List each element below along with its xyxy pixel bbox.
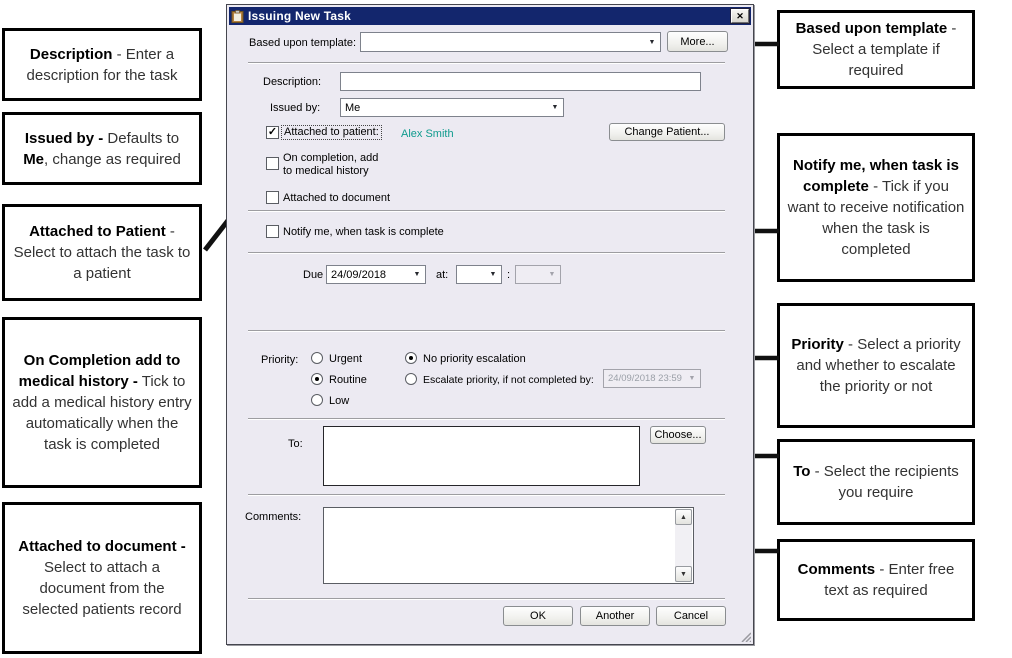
divider: [248, 252, 725, 254]
low-label[interactable]: Low: [329, 395, 350, 407]
scroll-down-icon: ▼: [680, 570, 687, 578]
callout-notify-me: Notify me, when task is complete - Tick …: [777, 133, 975, 282]
callout-attached-to-document-text: Attached to document - Select to attach …: [18, 538, 186, 618]
routine-label[interactable]: Routine: [329, 374, 367, 386]
no-escalation-radio[interactable]: [405, 352, 417, 364]
dropdown-arrow-icon: ▼: [688, 375, 696, 382]
divider: [248, 210, 725, 212]
description-label: Description:: [263, 76, 322, 88]
due-minute-combo: ▼: [515, 265, 561, 284]
comments-textarea[interactable]: ▲ ▼: [323, 507, 694, 584]
scroll-up-icon: ▲: [680, 513, 687, 521]
divider: [248, 418, 725, 420]
callout-description: Description - Enter a description for th…: [2, 28, 202, 101]
divider: [248, 330, 725, 332]
radio-dot: [315, 377, 319, 381]
on-completion-label[interactable]: On completion, add to medical history: [283, 152, 378, 178]
callout-issued-by: Issued by - Defaults to Me, change as re…: [2, 112, 202, 185]
callout-to: To - Select the recipients you require: [777, 439, 975, 525]
callout-comments-text: Comments - Enter free text as required: [797, 561, 955, 599]
more-button[interactable]: More...: [667, 31, 728, 52]
ok-button[interactable]: OK: [503, 606, 573, 626]
scroll-up-button[interactable]: ▲: [675, 509, 692, 525]
time-colon: :: [507, 269, 511, 281]
attached-document-checkbox[interactable]: ✓: [266, 191, 279, 204]
attached-patient-label[interactable]: Attached to patient:: [281, 125, 382, 140]
callout-attached-to-patient-text: Attached to Patient - Select to attach t…: [13, 223, 191, 282]
to-recipients-listbox[interactable]: [323, 426, 640, 486]
callout-comments: Comments - Enter free text as required: [777, 539, 975, 621]
template-combo[interactable]: ▼: [360, 32, 661, 52]
issued-by-value: Me: [345, 102, 361, 114]
attached-document-label[interactable]: Attached to document: [283, 192, 391, 204]
urgent-label[interactable]: Urgent: [329, 353, 363, 365]
notify-label[interactable]: Notify me, when task is complete: [283, 226, 444, 238]
task-icon: [231, 9, 244, 23]
escalate-date-combo: 24/09/2018 23:59 ▼: [603, 369, 701, 388]
template-label: Based upon template:: [249, 37, 357, 49]
due-label: Due: [303, 269, 324, 281]
choose-button[interactable]: Choose...: [650, 426, 706, 444]
priority-label: Priority:: [261, 354, 299, 366]
routine-radio[interactable]: [311, 373, 323, 385]
urgent-radio[interactable]: [311, 352, 323, 364]
low-radio[interactable]: [311, 394, 323, 406]
callout-priority-text: Priority - Select a priority and whether…: [791, 336, 961, 395]
dialog-title: Issuing New Task: [248, 9, 352, 23]
callout-priority: Priority - Select a priority and whether…: [777, 303, 975, 428]
resize-grip[interactable]: [738, 629, 751, 642]
on-completion-checkbox[interactable]: ✓: [266, 157, 279, 170]
dropdown-arrow-icon: ▼: [548, 271, 556, 278]
description-input[interactable]: [340, 72, 701, 91]
no-escalation-label[interactable]: No priority escalation: [423, 353, 526, 365]
due-hour-combo[interactable]: ▼: [456, 265, 502, 284]
check-icon: ✓: [267, 126, 278, 138]
notify-checkbox[interactable]: ✓: [266, 225, 279, 238]
escalate-label[interactable]: Escalate priority, if not completed by:: [423, 374, 594, 386]
comments-label: Comments:: [245, 511, 302, 523]
dropdown-arrow-icon[interactable]: ▼: [489, 271, 497, 278]
due-date-combo[interactable]: 24/09/2018 ▼: [326, 265, 426, 284]
divider: [248, 62, 725, 64]
issuing-new-task-dialog: Issuing New Task ✕ Based upon template: …: [226, 4, 754, 645]
another-button[interactable]: Another: [580, 606, 650, 626]
callout-attached-to-patient: Attached to Patient - Select to attach t…: [2, 204, 202, 301]
callout-issued-by-text: Issued by - Defaults to Me, change as re…: [23, 129, 181, 168]
callout-notify-me-text: Notify me, when task is complete - Tick …: [787, 157, 965, 258]
callout-description-text: Description - Enter a description for th…: [26, 45, 178, 84]
callout-to-text: To - Select the recipients you require: [793, 463, 959, 501]
callout-attached-to-document: Attached to document - Select to attach …: [2, 502, 202, 654]
scroll-down-button[interactable]: ▼: [675, 566, 692, 582]
comments-scrollbar[interactable]: ▲ ▼: [675, 509, 692, 582]
escalate-date-value: 24/09/2018 23:59: [608, 373, 682, 384]
dropdown-arrow-icon[interactable]: ▼: [551, 104, 559, 111]
close-icon: ✕: [736, 10, 744, 21]
issued-by-label: Issued by:: [270, 102, 321, 114]
issued-by-combo[interactable]: Me ▼: [340, 98, 564, 117]
attached-patient-checkbox[interactable]: ✓: [266, 126, 279, 139]
dropdown-arrow-icon[interactable]: ▼: [413, 271, 421, 278]
on-completion-line2: to medical history: [283, 165, 369, 177]
due-date-value: 24/09/2018: [331, 269, 387, 281]
divider: [248, 598, 725, 600]
patient-name: Alex Smith: [401, 128, 454, 140]
divider: [248, 494, 725, 496]
callout-on-completion-text: On Completion add to medical history - T…: [12, 352, 192, 453]
dropdown-arrow-icon[interactable]: ▼: [648, 38, 656, 46]
cancel-button[interactable]: Cancel: [656, 606, 726, 626]
callout-on-completion: On Completion add to medical history - T…: [2, 317, 202, 488]
callout-based-upon-template-text: Based upon template - Select a template …: [795, 20, 957, 79]
escalate-radio[interactable]: [405, 373, 417, 385]
on-completion-line1: On completion, add: [283, 152, 379, 164]
radio-dot: [409, 356, 413, 360]
change-patient-button[interactable]: Change Patient...: [609, 123, 725, 141]
at-label: at:: [436, 269, 449, 281]
dialog-titlebar[interactable]: Issuing New Task ✕: [229, 7, 751, 25]
close-button[interactable]: ✕: [731, 9, 749, 23]
to-label: To:: [288, 438, 303, 450]
callout-based-upon-template: Based upon template - Select a template …: [777, 10, 975, 89]
